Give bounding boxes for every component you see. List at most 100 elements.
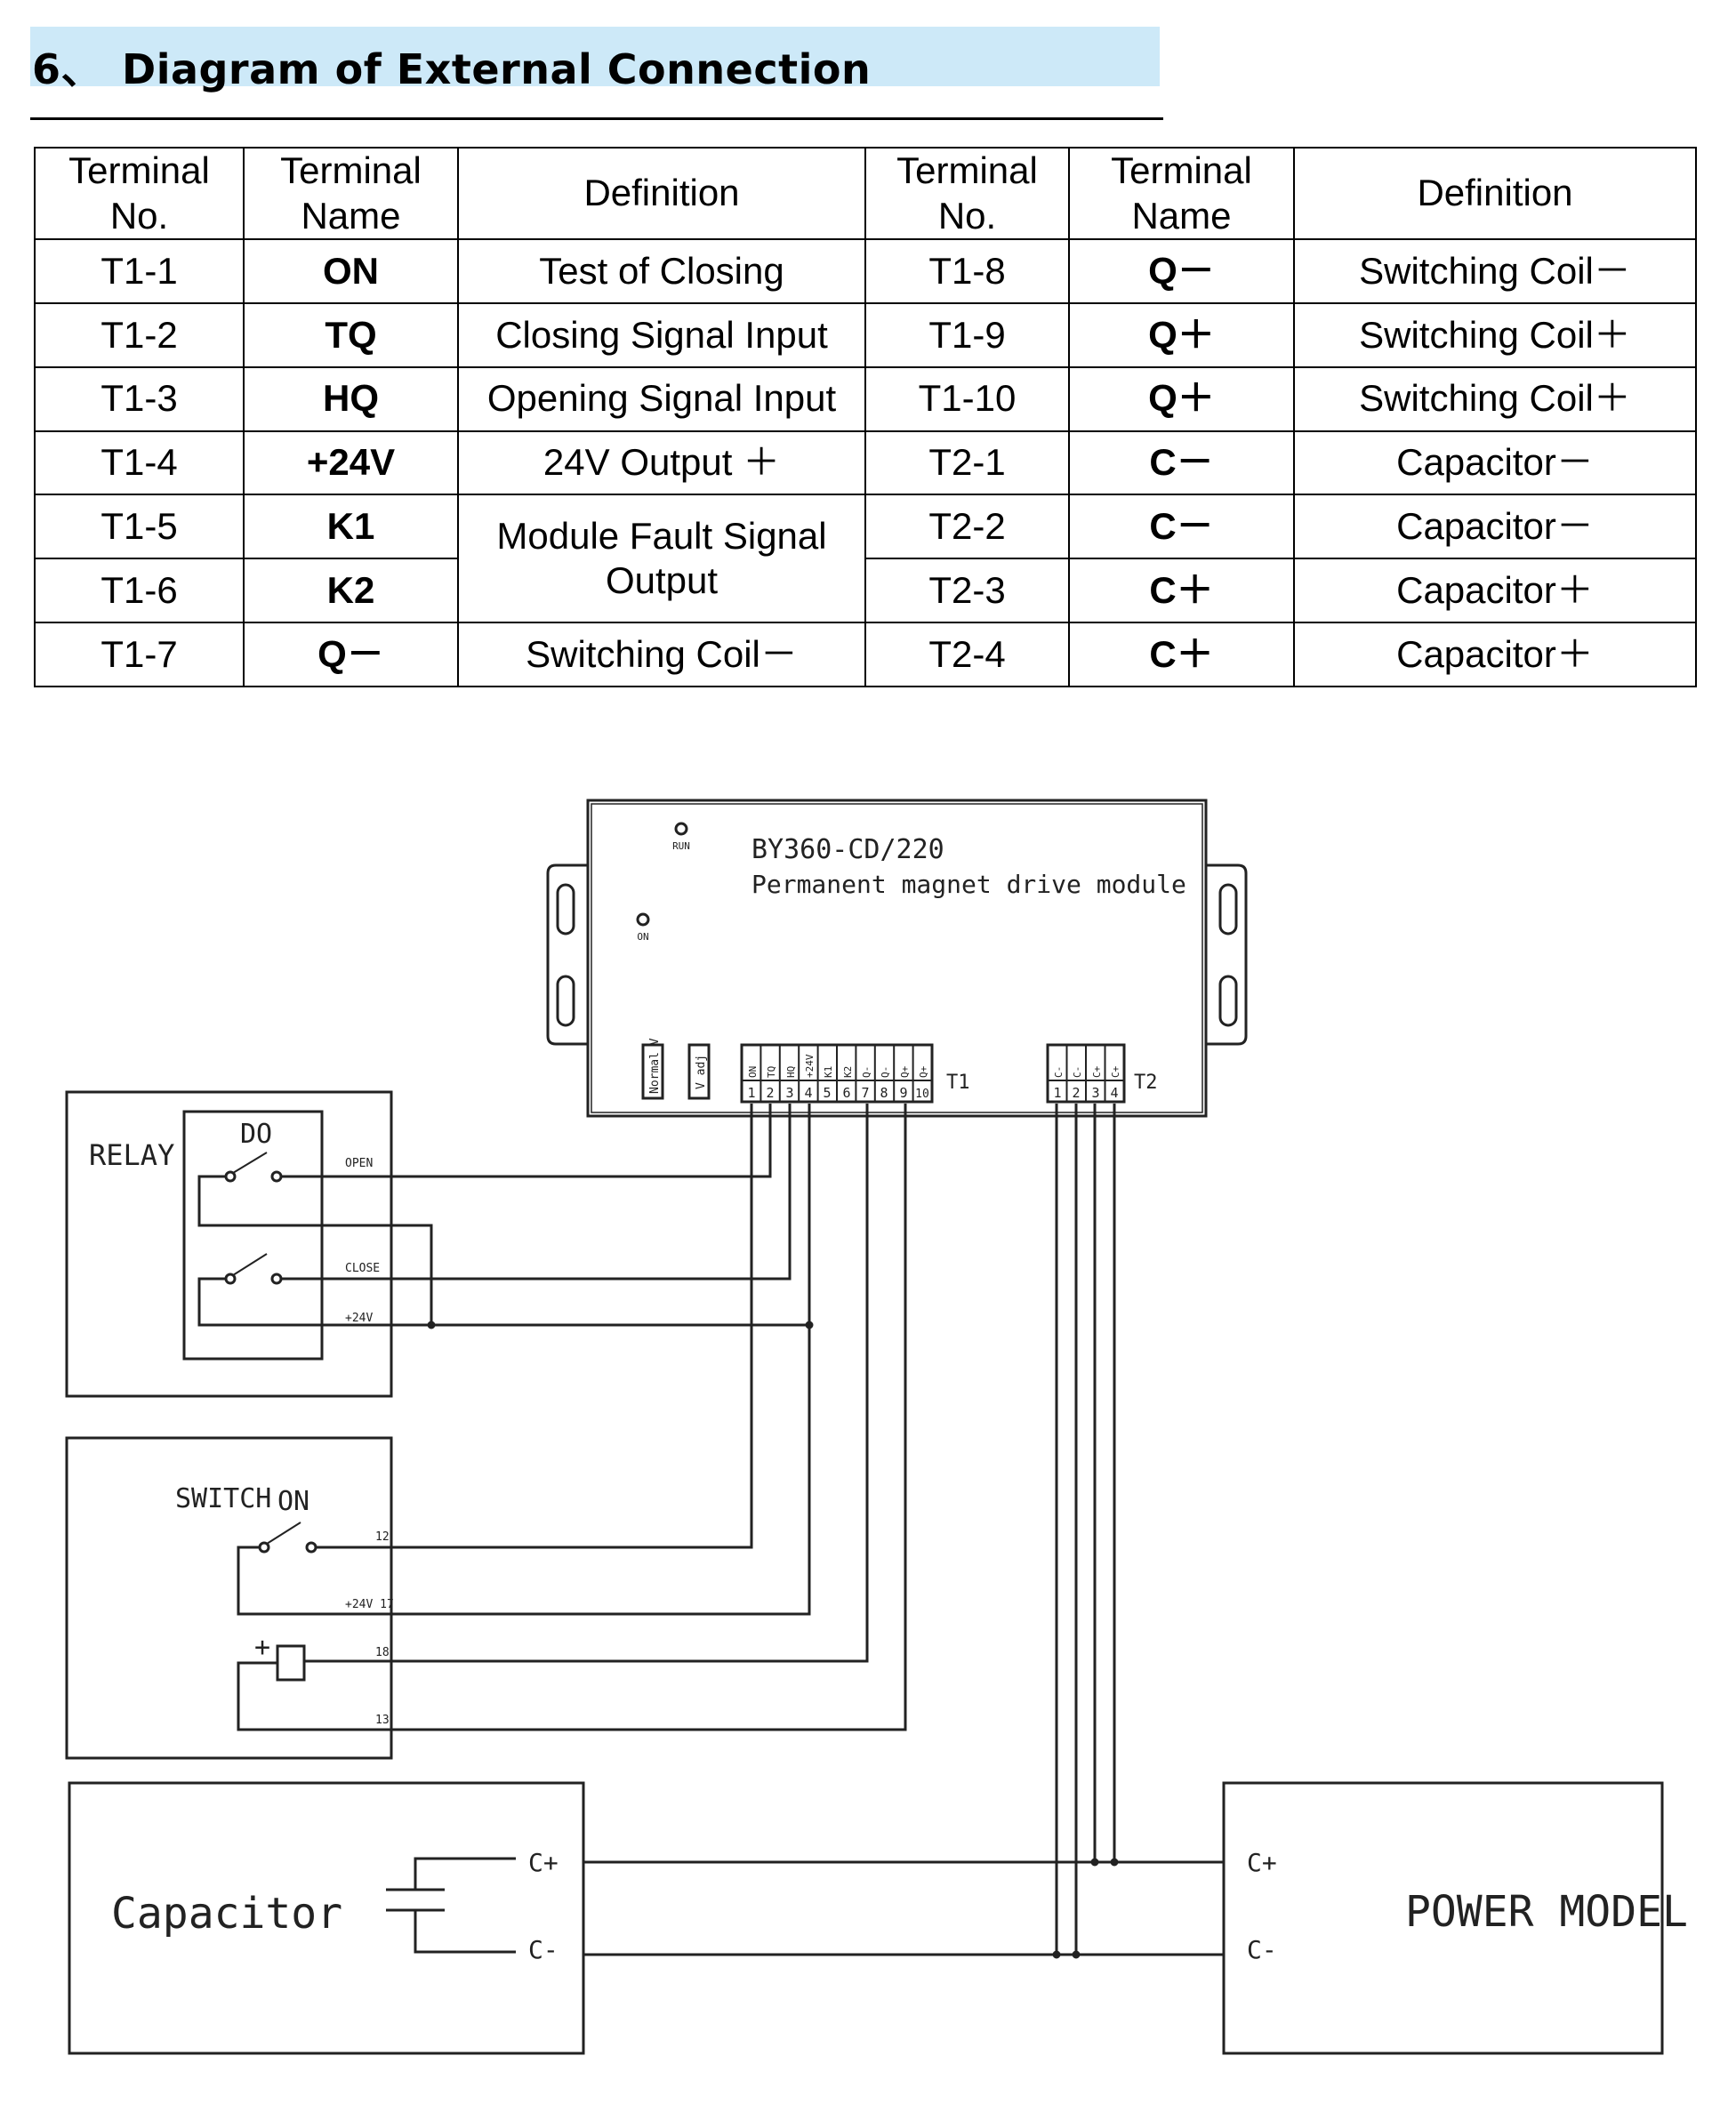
module-description: Permanent magnet drive module: [751, 870, 1186, 899]
right-mount-slot: [1218, 975, 1238, 1027]
t2-pin-number: 2: [1072, 1085, 1080, 1101]
terminal-no-cell: T1-10: [864, 365, 1070, 432]
module-inner-border: [591, 803, 1203, 1113]
t2-pin-number: 3: [1091, 1085, 1099, 1101]
t1-pin-label: K1: [823, 1066, 834, 1078]
module-model: BY360-CD/220: [751, 834, 944, 865]
t1-pin-label: +24V: [804, 1054, 816, 1078]
switch-title: SWITCH: [175, 1483, 271, 1514]
definition-cell: Switching Coil＋: [1293, 301, 1697, 368]
relay-do-box: [182, 1110, 324, 1361]
t2-pin-number: 4: [1110, 1085, 1118, 1101]
capacitor-box: [68, 1781, 585, 2055]
relay-title: RELAY: [89, 1138, 174, 1172]
section-title-text: Diagram of External Connection: [122, 45, 872, 93]
terminal-name-cell: Q＋: [1068, 365, 1295, 432]
power-model-title: POWER MODEL: [1405, 1887, 1688, 1937]
definition-cell: Test of Closing: [457, 238, 866, 304]
t1-pin-number: 4: [804, 1085, 812, 1101]
t1-pin-number: 2: [766, 1085, 774, 1101]
section-heading: 6、Diagram of External Connection: [30, 27, 1160, 93]
t1-pin-label: Q+: [918, 1065, 929, 1078]
terminal-name-cell: C＋: [1068, 558, 1295, 624]
switch-pin-label: +24V 17: [345, 1598, 394, 1611]
table-row: T1-2 TQ Closing Signal Input T1-9 Q＋ Swi…: [34, 301, 1697, 368]
relay-24v-label: +24V: [345, 1312, 373, 1325]
relay-common-wire: [197, 1175, 433, 1325]
capacitor-title: Capacitor: [111, 1889, 342, 1939]
power-model-box: [1222, 1781, 1664, 2055]
capacitor-cminus-label: C-: [528, 1935, 559, 1964]
t2-pin-label: C+: [1091, 1065, 1103, 1078]
table-row: T1-4 +24V 24V Output ＋ T2-1 C－ Capacitor…: [34, 430, 1697, 496]
t1-pin-number: 3: [785, 1085, 793, 1101]
terminal-no-cell: T1-5: [34, 494, 245, 560]
t2-pin-label: C+: [1110, 1065, 1121, 1078]
left-mount-slot: [556, 975, 575, 1027]
capacitor-cplus-label: C+: [528, 1848, 559, 1877]
relay-open-wire: [281, 1104, 772, 1178]
on-led-icon: [636, 912, 650, 927]
on-led-label: ON: [637, 931, 648, 943]
normal-v-label: Normal V: [648, 1038, 662, 1094]
terminal-no-cell: T1-1: [34, 238, 245, 304]
t2-label: T2: [1134, 1072, 1158, 1094]
terminal-name-cell: TQ: [243, 301, 459, 368]
t1-pin-label: ON: [747, 1066, 759, 1078]
terminal-no-cell: T1-9: [864, 301, 1070, 368]
t1-pin-label: K2: [842, 1066, 854, 1078]
terminal-no-cell: T2-4: [864, 622, 1070, 687]
left-mount-flange: [546, 863, 588, 1046]
right-mount-slot: [1218, 883, 1238, 936]
module-box: [586, 799, 1208, 1118]
normal-v-pot: [641, 1043, 664, 1100]
header-definition: Definition: [1293, 147, 1697, 240]
heading-rule: [30, 117, 1163, 120]
t1-pin-number: 8: [880, 1085, 888, 1101]
definition-cell: Module Fault Signal Output: [457, 494, 866, 624]
switch-pin-label: 12: [375, 1530, 390, 1544]
terminal-name-cell: HQ: [243, 365, 459, 432]
terminal-name-cell: K2: [243, 558, 459, 624]
definition-cell: Switching Coil－: [1293, 238, 1697, 304]
switch-state-label: ON: [277, 1486, 309, 1517]
terminal-no-cell: T1-6: [34, 558, 245, 624]
t1-pin-number: 6: [842, 1085, 850, 1101]
relay-box: [65, 1090, 393, 1398]
v-adj-label: V adj: [695, 1055, 708, 1089]
header-terminal-no: Terminal No.: [864, 147, 1070, 240]
terminal-no-cell: T2-3: [864, 558, 1070, 624]
table-row: T1-5 K1 Module Fault Signal Output T2-2 …: [34, 494, 1697, 624]
terminal-no-cell: T2-2: [864, 494, 1070, 560]
coil-icon: [276, 1644, 306, 1682]
header-terminal-name: Terminal Name: [1068, 147, 1295, 240]
coil-minus-wire: [304, 1104, 869, 1663]
t2-pin-label: C-: [1072, 1066, 1083, 1078]
t2-pin-number: 1: [1053, 1085, 1061, 1101]
terminal-name-cell: Q－: [243, 622, 459, 687]
terminal-name-cell: Q＋: [1068, 301, 1295, 368]
power-cminus-label: C-: [1247, 1935, 1277, 1964]
terminal-name-cell: C－: [1068, 430, 1295, 496]
t1-pin-number: 7: [861, 1085, 869, 1101]
table-row: T1-6 K2 T2-3 C＋ Capacitor＋: [34, 558, 1697, 624]
table-header-row: Terminal No. Terminal Name Definition Te…: [34, 147, 1697, 240]
run-led-icon: [674, 822, 688, 836]
t1-pin-label: HQ: [785, 1066, 797, 1078]
relay-close-wire: [281, 1104, 792, 1281]
relay-open-label: OPEN: [345, 1157, 373, 1170]
header-terminal-no: Terminal No.: [34, 147, 245, 240]
relay-close-label: CLOSE: [345, 1262, 380, 1275]
definition-cell: Opening Signal Input: [457, 365, 866, 432]
t1-pin-number: 9: [899, 1085, 907, 1101]
t1-pin-label: TQ: [766, 1066, 777, 1078]
terminal-no-cell: T1-2: [34, 301, 245, 368]
definition-cell: Switching Coil＋: [1293, 365, 1697, 432]
v-adj-pot: [687, 1043, 711, 1100]
definition-cell: Capacitor＋: [1293, 558, 1697, 624]
terminal-name-cell: Q－: [1068, 238, 1295, 304]
definition-cell: Switching Coil－: [457, 622, 866, 687]
switch-box: [65, 1436, 393, 1760]
terminal-no-cell: T1-4: [34, 430, 245, 496]
